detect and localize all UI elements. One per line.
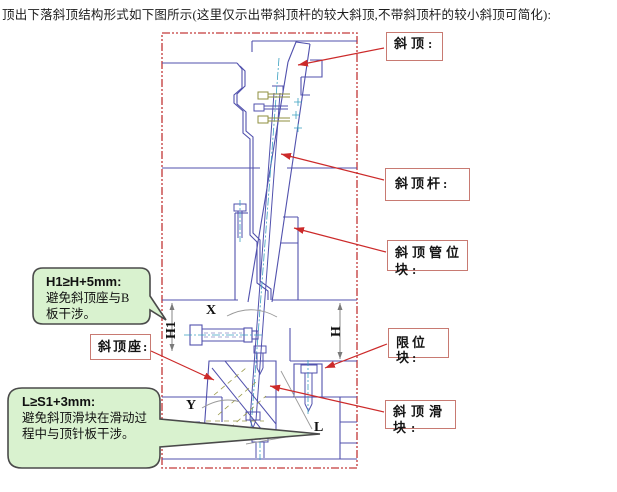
callout-h1-rule: H1≥H+5mm: 避免斜顶座与B板干涉。	[46, 273, 138, 322]
label-guide-block: 斜顶管位块:	[387, 240, 468, 277]
callout-l-title: L≥S1+3mm:	[22, 394, 96, 409]
callout-l-body: 避免斜顶滑块在滑动过程中与顶针板干涉。	[22, 411, 148, 441]
dimension-lines	[169, 303, 343, 445]
dim-label-l: L	[314, 420, 324, 435]
label-slide-block: 斜顶滑块:	[385, 400, 456, 435]
lifter-head-screws	[253, 91, 302, 132]
callout-h1-title: H1≥H+5mm:	[46, 274, 122, 289]
callout-bubbles	[7, 267, 321, 469]
callout-h1-body: 避免斜顶座与B板干涉。	[46, 291, 130, 321]
mold-boundary-frame	[161, 32, 358, 469]
label-lifter-rod: 斜顶杆:	[385, 168, 470, 201]
red-leader-arrows	[150, 47, 388, 413]
label-lifter: 斜顶:	[386, 32, 443, 61]
dim-label-x: X	[206, 303, 217, 318]
pocket-screw-drawing	[233, 200, 247, 242]
dim-label-h: H	[329, 326, 344, 337]
label-limit-block: 限位块:	[388, 328, 449, 365]
limit-block-drawing	[293, 360, 323, 414]
dim-label-h1: H1	[164, 321, 179, 339]
label-lifter-seat: 斜顶座:	[90, 334, 151, 360]
intro-text: 顶出下落斜顶结构形式如下图所示(这里仅示出带斜顶杆的较大斜顶,不带斜顶杆的较小斜…	[2, 8, 552, 22]
lifter-rod-drawing	[245, 57, 284, 430]
slide-block-drawing	[203, 345, 277, 462]
seat-bolt-drawing	[184, 324, 262, 346]
callout-l-rule: L≥S1+3mm: 避免斜顶滑块在滑动过程中与顶针板干涉。	[22, 393, 153, 442]
lifter-body-drawing	[247, 41, 323, 303]
dim-label-y: Y	[186, 398, 197, 413]
